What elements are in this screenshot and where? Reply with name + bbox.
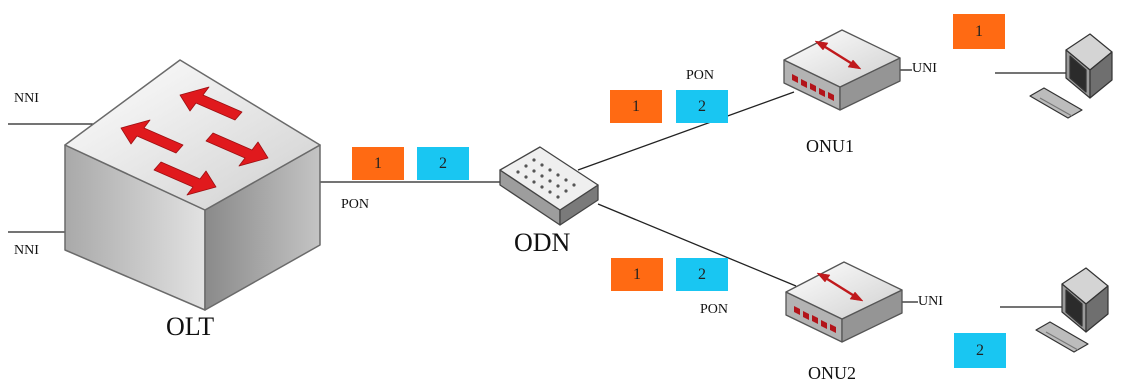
- onu2-device-icon: [785, 261, 903, 343]
- onu1-device-icon: [783, 29, 901, 111]
- connection-lines: [8, 69, 1090, 308]
- nni-top-label: NNI: [14, 91, 39, 106]
- pon-onu2-label: PON: [700, 302, 729, 317]
- pc1-packet: 1: [953, 14, 1005, 49]
- odn-splitter-icon: [499, 146, 599, 226]
- onu2-link-packet-2: 2: [676, 258, 728, 291]
- main-packet-1: 1: [352, 147, 404, 180]
- onu2-link-packet-1: 1: [611, 258, 663, 291]
- nni-bottom-label: NNI: [14, 243, 39, 258]
- olt-switch-icon: [64, 59, 321, 311]
- uni-onu2-label: UNI: [918, 294, 943, 309]
- pc1-computer-icon: [1029, 33, 1113, 119]
- pon-onu1-label: PON: [686, 68, 715, 83]
- onu1-link-packet-1: 1: [610, 90, 662, 123]
- pon-onu1-line: [577, 91, 795, 171]
- uni-onu1-label: UNI: [912, 61, 937, 76]
- onu1-link-packet-2: 2: [676, 90, 728, 123]
- olt-label: OLT: [166, 312, 215, 341]
- odn-label: ODN: [514, 228, 571, 257]
- pon-main-label: PON: [341, 197, 370, 212]
- pon-onu2-line: [597, 203, 797, 287]
- onu1-label: ONU1: [806, 136, 854, 156]
- pc2-computer-icon: [1035, 267, 1109, 353]
- pc2-packet: 2: [954, 333, 1006, 368]
- onu2-label: ONU2: [808, 363, 856, 383]
- main-packet-2: 2: [417, 147, 469, 180]
